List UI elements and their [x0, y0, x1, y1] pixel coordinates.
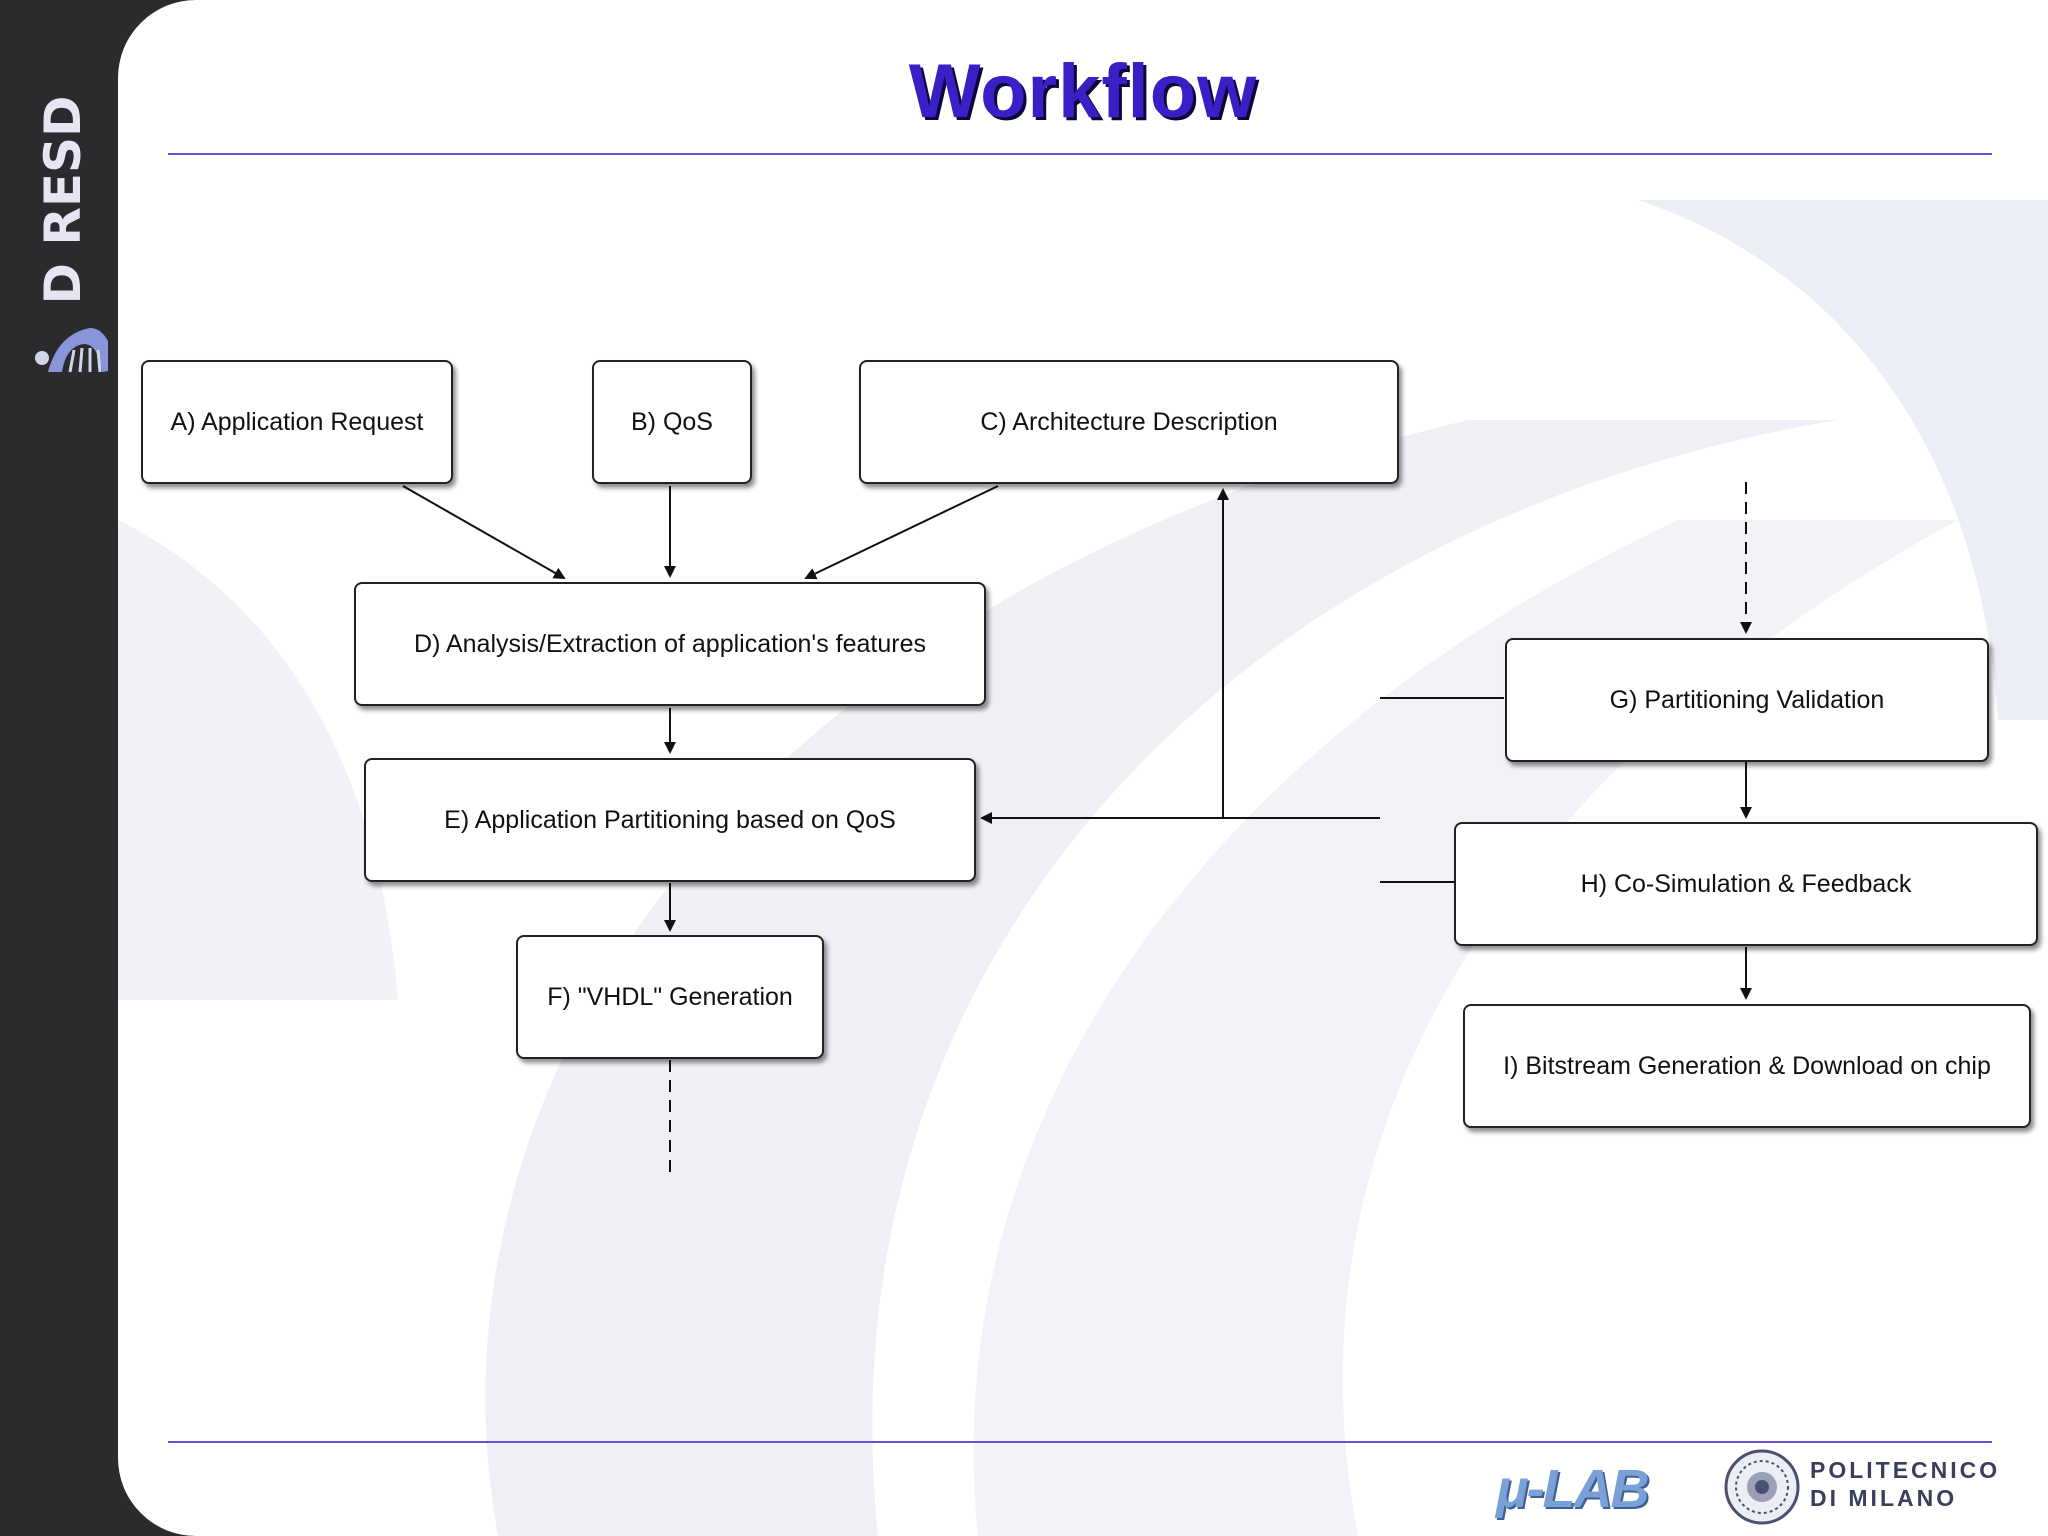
arrow-c-to-d	[804, 485, 999, 580]
box-application-partitioning: E) Application Partitioning based on QoS	[364, 758, 976, 882]
dresd-logo-mark-icon	[35, 328, 108, 373]
sidebar: D RESD	[0, 0, 120, 1536]
university-seal-icon	[1724, 1449, 1800, 1525]
box-vhdl-generation: F) "VHDL" Generation	[516, 935, 824, 1059]
box-co-simulation-feedback: H) Co-Simulation & Feedback	[1454, 822, 2038, 946]
arrow-a-to-d	[402, 485, 566, 579]
university-line-1: POLITECNICO	[1810, 1457, 2001, 1483]
box-application-request: A) Application Request	[141, 360, 453, 484]
university-name: POLITECNICO DI MILANO	[1810, 1456, 2000, 1512]
bottom-divider	[168, 1441, 1992, 1443]
workflow-diagram	[402, 482, 1752, 1172]
background-watermark	[118, 200, 2048, 1536]
university-line-2: DI MILANO	[1810, 1485, 1958, 1511]
box-architecture-description: C) Architecture Description	[859, 360, 1399, 484]
box-analysis-extraction: D) Analysis/Extraction of application's …	[354, 582, 986, 706]
slide: Workflow A) Application Request B) QoS C…	[118, 0, 2048, 1536]
mulab-logo: μ-LAB	[1496, 1459, 1650, 1519]
dresd-logo-text: D RESD	[34, 95, 92, 304]
box-bitstream-generation: I) Bitstream Generation & Download on ch…	[1463, 1004, 2031, 1128]
box-partitioning-validation: G) Partitioning Validation	[1505, 638, 1989, 762]
box-qos: B) QoS	[592, 360, 752, 484]
top-divider	[168, 153, 1992, 155]
slide-title: Workflow	[908, 49, 1258, 134]
dresd-logo-label: D RESD	[34, 95, 92, 304]
